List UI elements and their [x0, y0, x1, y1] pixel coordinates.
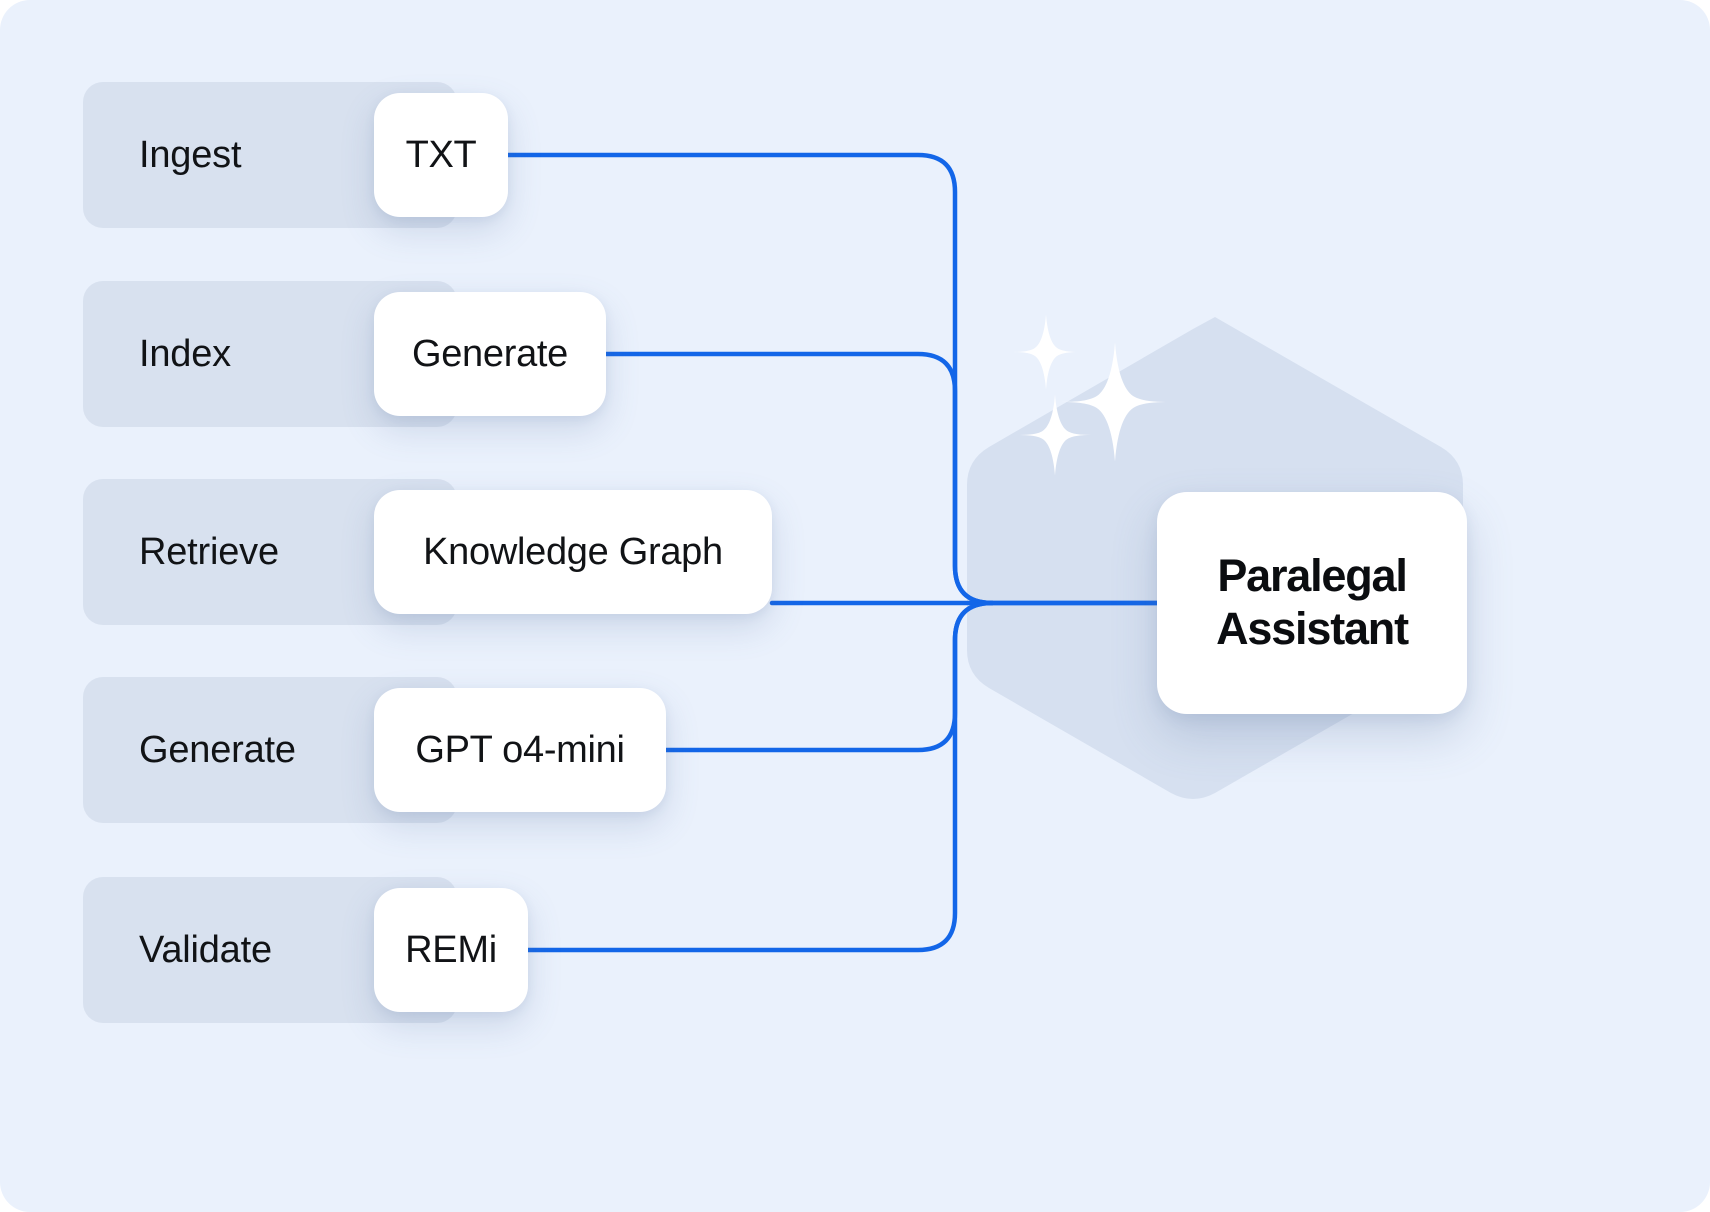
stage-label: Index [139, 332, 231, 375]
node-card-remi[interactable]: REMi [374, 888, 528, 1012]
node-card-knowledge-graph[interactable]: Knowledge Graph [374, 490, 772, 614]
wire-generate [663, 600, 995, 753]
assistant-title-line-2: Assistant [1216, 603, 1409, 654]
sparkle-icon [1055, 342, 1175, 462]
node-card-generate-embeddings[interactable]: Generate [374, 292, 606, 416]
node-label: REMi [405, 928, 497, 971]
sparkle-icon [1014, 394, 1096, 476]
node-card-txt[interactable]: TXT [374, 93, 508, 217]
stage-label: Generate [139, 728, 296, 771]
node-card-gpt-o4-mini[interactable]: GPT o4-mini [374, 688, 666, 812]
node-label: Knowledge Graph [423, 530, 723, 573]
node-label: TXT [405, 133, 477, 176]
sparkle-icon [1008, 314, 1084, 390]
stage-label: Ingest [139, 133, 242, 176]
node-label: Generate [411, 332, 569, 375]
stage-label: Validate [139, 928, 272, 971]
assistant-card[interactable]: Paralegal Assistant [1157, 492, 1467, 714]
assistant-title-line-1: Paralegal [1217, 550, 1408, 602]
node-label: GPT o4-mini [415, 728, 625, 771]
stage-label: Retrieve [139, 530, 279, 573]
